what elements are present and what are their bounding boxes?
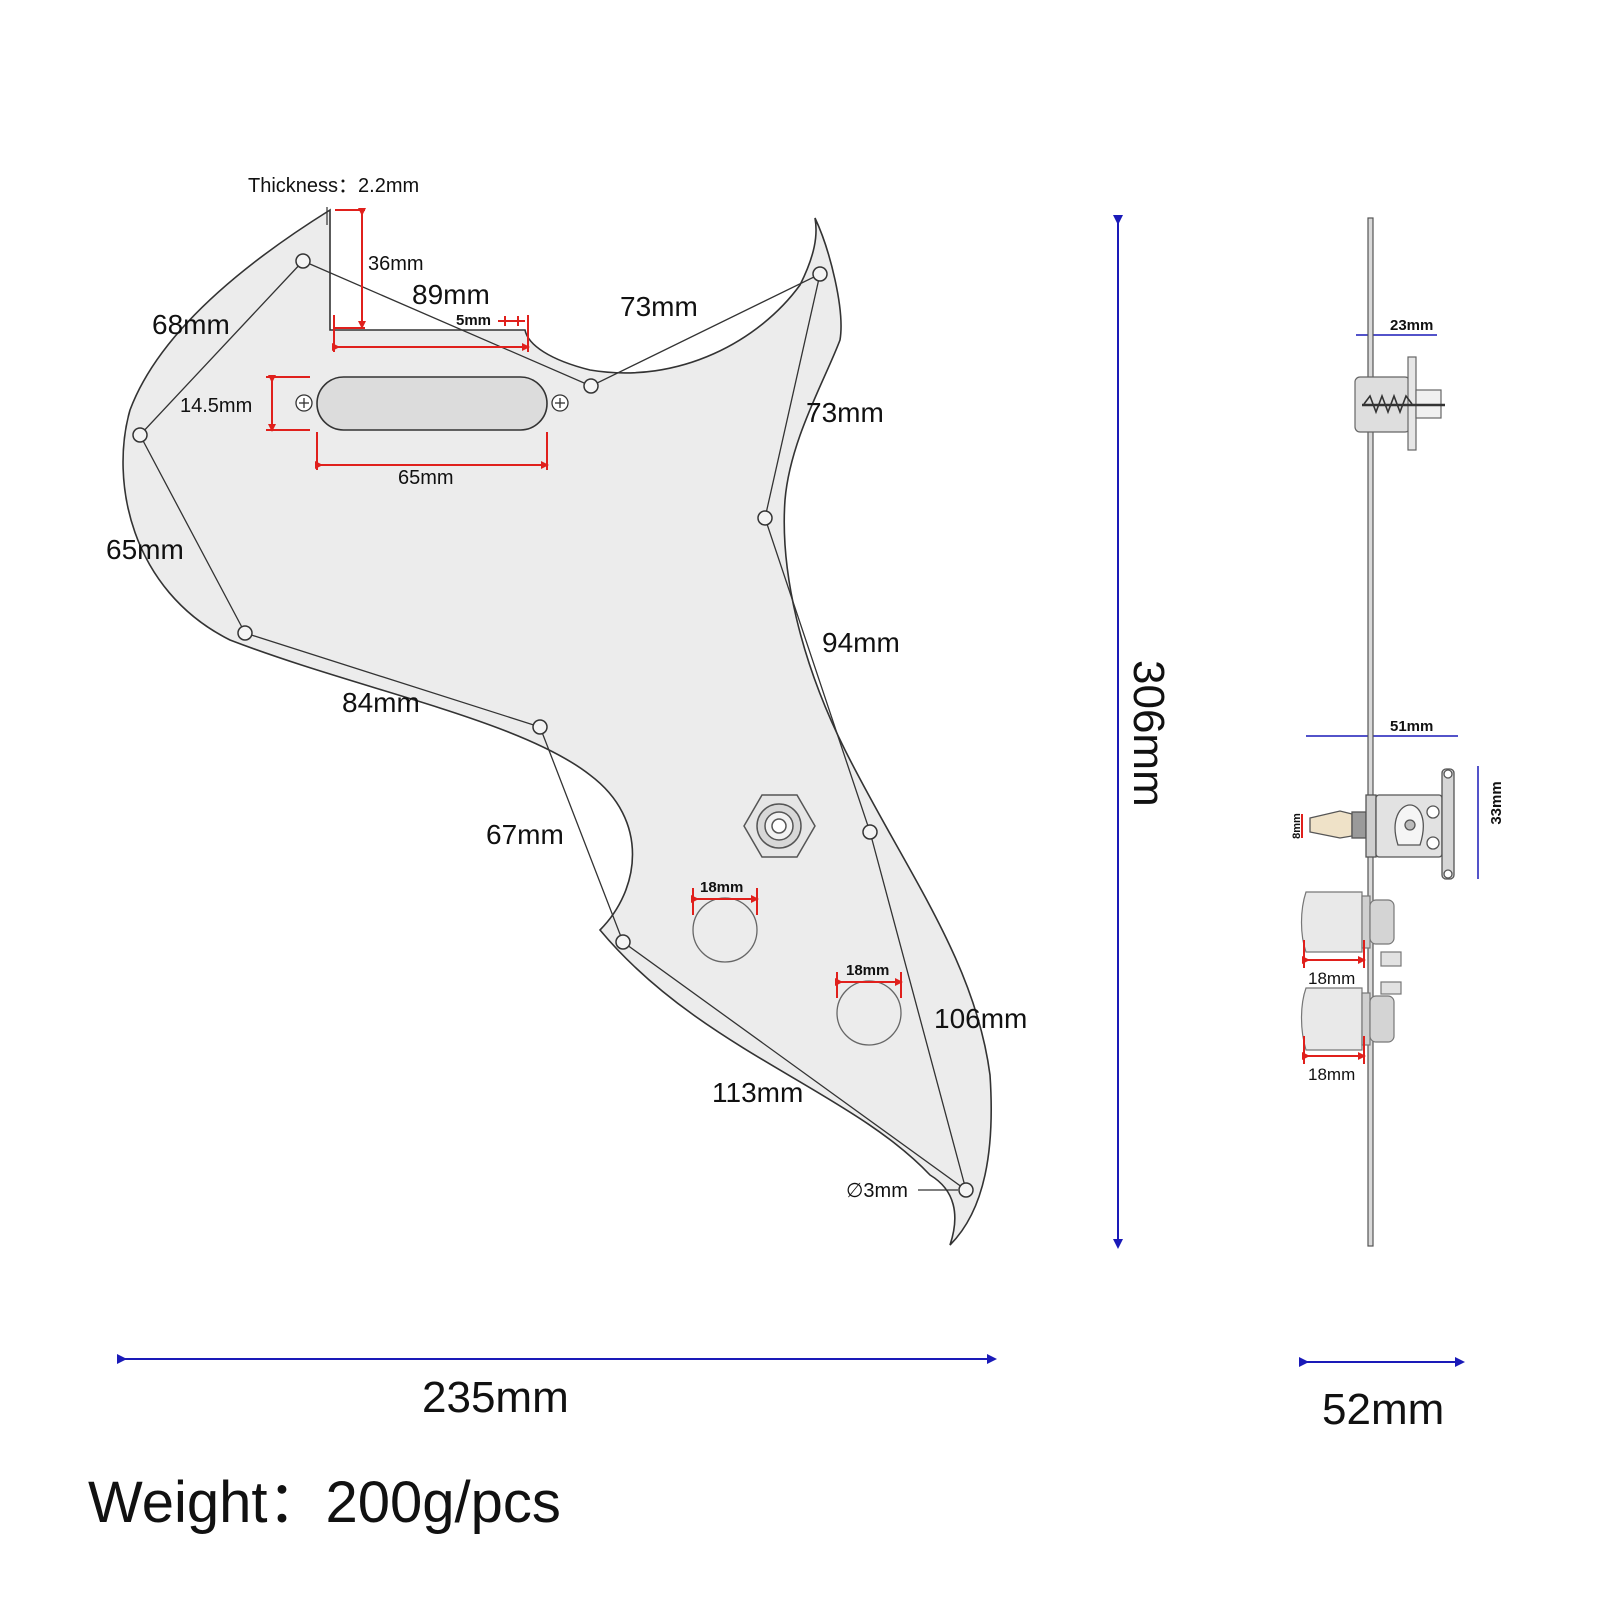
label-14-5mm: 14.5mm: [180, 395, 252, 417]
label-hole-diameter: ∅3mm: [846, 1180, 908, 1202]
label-side-18mm-b: 18mm: [1308, 1065, 1355, 1084]
label-side-33mm: 33mm: [1488, 781, 1505, 824]
label-side-8mm: 8mm: [1291, 813, 1303, 839]
label-113mm: 113mm: [712, 1077, 803, 1108]
label-65mm-pickup: 65mm: [398, 467, 454, 489]
screw-icon: [551, 394, 569, 412]
pickup-side: [1354, 356, 1445, 451]
label-68mm: 68mm: [152, 309, 230, 340]
label-94mm: 94mm: [822, 627, 900, 658]
screw-hole: [812, 266, 828, 282]
label-5mm: 5mm: [456, 312, 491, 329]
label-106mm: 106mm: [934, 1003, 1027, 1034]
label-side-23mm: 23mm: [1390, 317, 1433, 334]
potentiometer-knob-icon: [1300, 891, 1402, 967]
blue-dimensions: [117, 215, 1479, 1367]
screw-hole: [583, 378, 599, 394]
label-73mm-right: 73mm: [806, 397, 884, 428]
label-18mm-knob-b: 18mm: [846, 962, 889, 979]
potentiometer-knob-icon: [1300, 981, 1402, 1051]
label-89mm: 89mm: [412, 279, 490, 310]
label-weight: Weight：200g/pcs: [88, 1470, 561, 1535]
pickguard-edge: [1367, 217, 1374, 1247]
screw-hole: [615, 934, 631, 950]
label-thickness: Thickness：2.2mm: [248, 175, 419, 197]
label-67mm: 67mm: [486, 819, 564, 850]
screw-hole: [958, 1182, 974, 1198]
screw-hole: [295, 253, 311, 269]
label-side-18mm-a: 18mm: [1308, 969, 1355, 988]
label-width-235mm: 235mm: [422, 1373, 569, 1422]
screw-hole: [132, 427, 148, 443]
knob-hole: [692, 897, 758, 963]
label-side-51mm: 51mm: [1390, 718, 1433, 735]
side-view: [1300, 217, 1455, 1247]
screw-hole: [532, 719, 548, 735]
toggle-switch-icon: [1309, 768, 1455, 880]
label-height-306mm: 306mm: [1124, 660, 1173, 807]
screw-hole: [862, 824, 878, 840]
label-73mm-top: 73mm: [620, 291, 698, 322]
label-side-width-52mm: 52mm: [1322, 1385, 1444, 1434]
output-jack-icon: [743, 794, 816, 858]
screw-holes: [132, 253, 974, 1198]
screw-hole: [757, 510, 773, 526]
pickguard-outline: [122, 208, 992, 1246]
label-65mm-left: 65mm: [106, 534, 184, 565]
pickup-cover: [316, 376, 548, 431]
screw-hole: [237, 625, 253, 641]
label-18mm-knob-a: 18mm: [700, 879, 743, 896]
knob-hole: [836, 980, 902, 1046]
label-36mm: 36mm: [368, 253, 424, 275]
label-84mm: 84mm: [342, 687, 420, 718]
pickup: [295, 376, 569, 431]
red-dimensions: [266, 208, 903, 998]
screw-icon: [295, 394, 313, 412]
